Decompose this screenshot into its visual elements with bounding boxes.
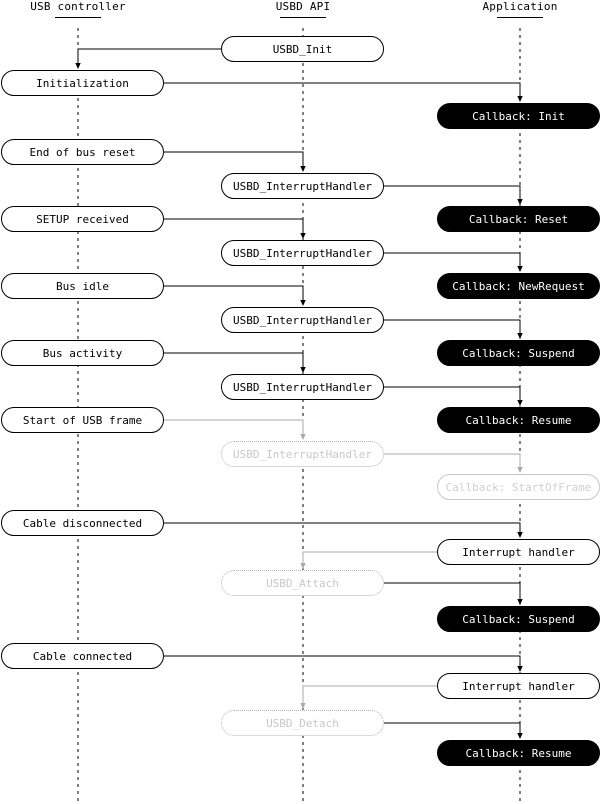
node-n24[interactable]: Interrupt handler [437,673,600,699]
column-label: Application [482,0,558,13]
node-label: Callback: NewRequest [452,279,585,293]
node-n08[interactable]: USBD_InterruptHandler [221,240,384,266]
column-rule-usbd-api [280,17,326,18]
node-n10[interactable]: Bus idle [1,273,164,299]
node-n07[interactable]: SETUP received [1,206,164,232]
node-label: Bus activity [42,346,123,360]
column-header-usbd-api: USBD API [243,0,363,13]
node-label: USBD_Attach [266,576,339,590]
node-label: Callback: Init [472,109,565,123]
node-n26[interactable]: Callback: Resume [437,740,600,766]
node-label: Callback: StartOfFrame [445,480,592,494]
node-n25[interactable]: USBD_Detach [221,710,384,736]
node-label: Interrupt handler [462,679,575,693]
node-label: Callback: Resume [465,413,572,427]
column-label: USBD API [275,0,331,13]
node-n06[interactable]: Callback: Reset [437,206,600,232]
node-label: USBD_InterruptHandler [232,179,373,193]
node-n11[interactable]: USBD_InterruptHandler [221,307,384,333]
node-label: USBD_Detach [266,716,339,730]
node-label: SETUP received [36,212,129,226]
node-label: Cable connected [32,649,133,663]
node-label: USBD_InterruptHandler [232,246,373,260]
node-n03[interactable]: Callback: Init [437,103,600,129]
node-label: Callback: Suspend [462,612,575,626]
node-label: Callback: Suspend [462,346,575,360]
column-rule-usb-controller [55,17,101,18]
node-label: Interrupt handler [462,545,575,559]
node-n17[interactable]: USBD_InterruptHandler [221,441,384,467]
node-n22[interactable]: Callback: Suspend [437,606,600,632]
node-label: Start of USB frame [22,413,143,427]
node-label: USBD_InterruptHandler [232,313,373,327]
node-label: Bus idle [56,279,109,293]
node-n18[interactable]: Callback: StartOfFrame [437,474,600,500]
node-n09[interactable]: Callback: NewRequest [437,273,600,299]
node-label: USBD_Init [272,42,333,56]
node-n19[interactable]: Cable disconnected [1,510,164,536]
node-n20[interactable]: Interrupt handler [437,539,600,565]
node-n14[interactable]: USBD_InterruptHandler [221,374,384,400]
node-n15[interactable]: Callback: Resume [437,407,600,433]
column-header-application: Application [460,0,580,13]
node-n02[interactable]: Initialization [1,70,164,96]
node-label: USBD_InterruptHandler [232,447,373,461]
column-label: USB controller [30,0,126,13]
node-n04[interactable]: End of bus reset [1,139,164,165]
column-header-usb-controller: USB controller [8,0,148,13]
node-n01[interactable]: USBD_Init [221,36,384,62]
node-n05[interactable]: USBD_InterruptHandler [221,173,384,199]
node-label: Callback: Resume [465,746,572,760]
node-label: Cable disconnected [22,516,143,530]
node-n12[interactable]: Callback: Suspend [437,340,600,366]
node-n13[interactable]: Bus activity [1,340,164,366]
node-n16[interactable]: Start of USB frame [1,407,164,433]
node-label: Callback: Reset [468,212,569,226]
node-n23[interactable]: Cable connected [1,643,164,669]
node-label: End of bus reset [29,145,136,159]
node-label: USBD_InterruptHandler [232,380,373,394]
column-rule-application [497,17,543,18]
node-n21[interactable]: USBD_Attach [221,570,384,596]
node-label: Initialization [36,76,129,90]
